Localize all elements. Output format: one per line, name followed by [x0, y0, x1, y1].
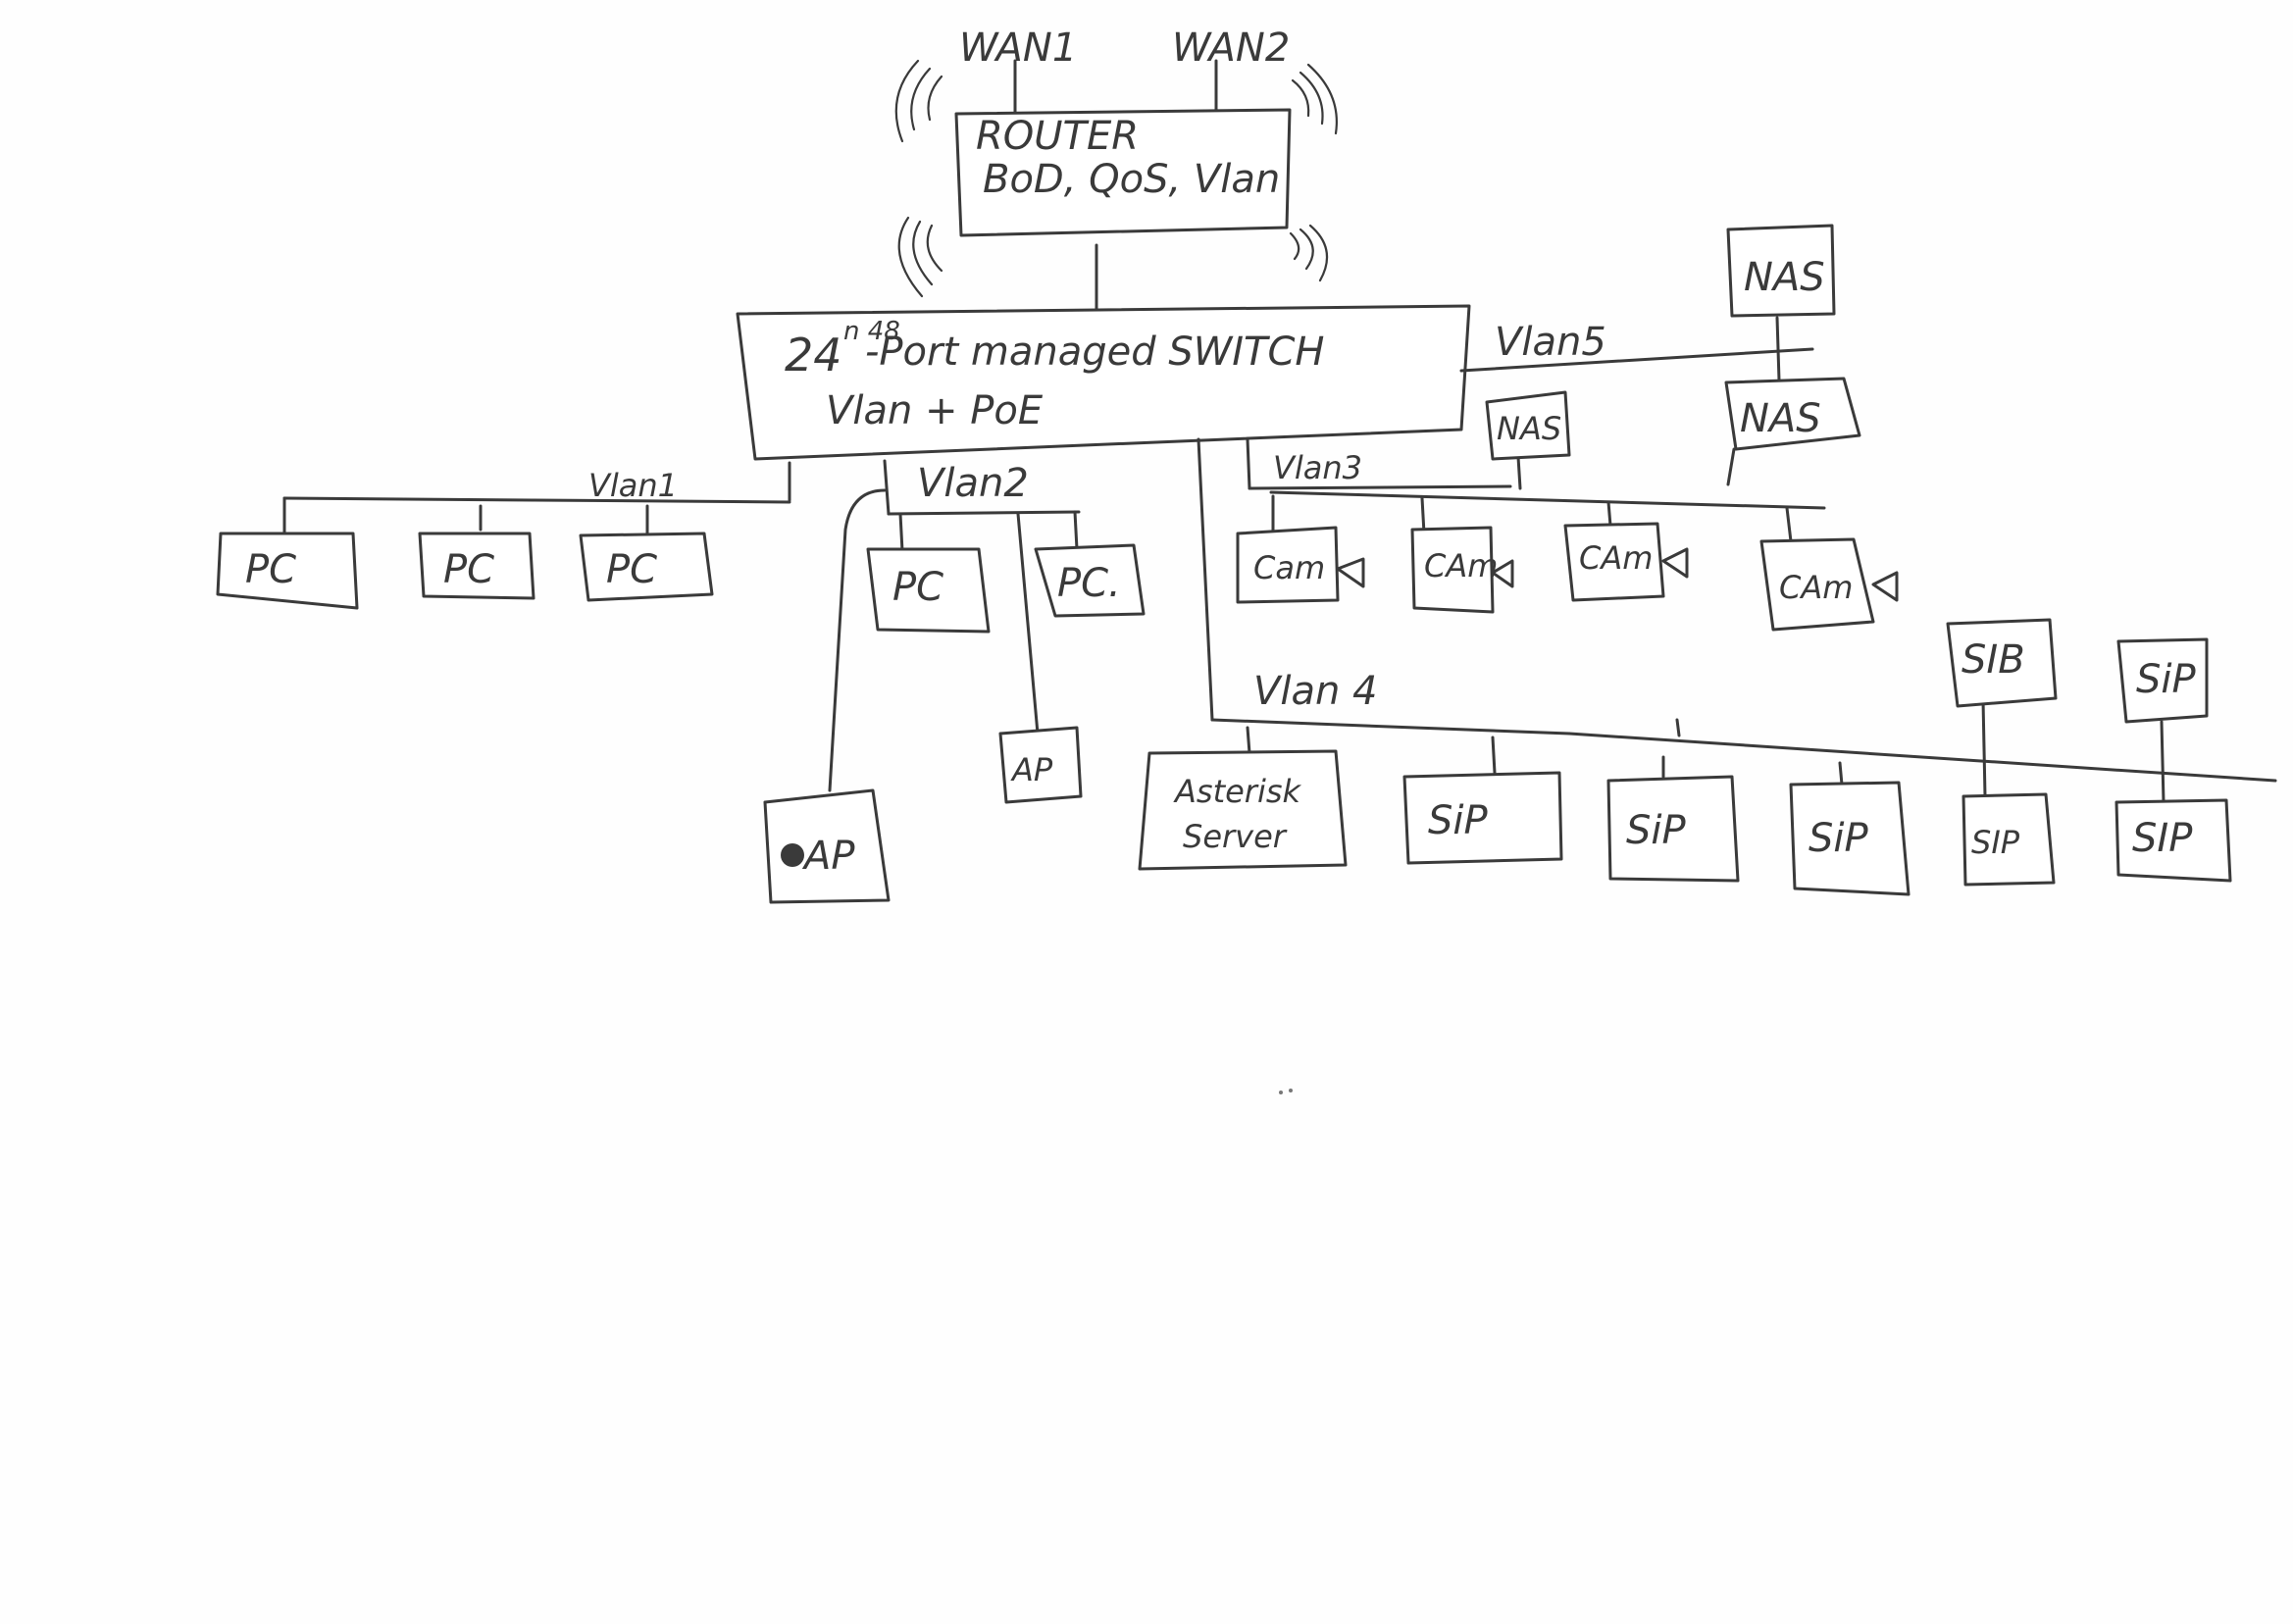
sip-5-label: SIP [2132, 816, 2193, 861]
router-box [954, 108, 1292, 237]
vlan4-label: Vlan 4 [1253, 669, 1378, 714]
pc-4-box [866, 547, 991, 634]
cam-4-label: CAm [1779, 569, 1853, 606]
ap-1-label: AP [1010, 751, 1053, 788]
cam-2-box [1410, 526, 1495, 614]
sip-2-box [1606, 775, 1740, 883]
sip-7-box [2116, 637, 2209, 724]
sip-1-box [1402, 771, 1563, 865]
router-features: BoD, QoS, Vlan [983, 157, 1280, 202]
switch-title: -Port managed SWITCH [865, 330, 1325, 375]
router-group: WAN1 WAN2 ROUTER BoD, QoS, Vlan [894, 25, 1338, 314]
vlan3-label: Vlan3 [1273, 449, 1362, 486]
switch-port-count: 24 [785, 329, 842, 381]
pc-1-label: PC [245, 547, 296, 592]
sip-3-box [1789, 781, 1911, 896]
vlan1-label: Vlan1 [588, 467, 678, 504]
vlan5-label: Vlan5 [1495, 320, 1606, 365]
asterisk-label-line1: Asterisk [1173, 773, 1302, 810]
vlan4-bus [1567, 732, 2277, 783]
nas-1-box [1726, 224, 1836, 318]
nas-1-label: NAS [1744, 255, 1825, 300]
sip-5-box [2115, 798, 2232, 883]
ap-2-label: AP [801, 834, 855, 879]
cam-1-box [1236, 526, 1340, 604]
vlan5-group: Vlan5 NAS NAS NAS [1459, 224, 1861, 486]
asterisk-server-box [1138, 749, 1348, 871]
sip-7-label: SiP [2136, 657, 2197, 702]
sip-3-label: SiP [1809, 816, 1869, 861]
vlan2-ap-link [828, 488, 887, 792]
vlan5-bus [1459, 347, 1814, 373]
wan2-label: WAN2 [1172, 25, 1290, 71]
sip-6-box [1946, 618, 2058, 708]
vlan1-group: Vlan1 PC PC PC [216, 461, 791, 610]
ap-2-box [763, 788, 891, 904]
vlan4-group: Vlan 4 Asterisk Server SiP SiP SiP SIP S… [1138, 437, 2277, 896]
switch-port-alt: n 48 [843, 317, 900, 346]
cam-4-lens-icon [1871, 571, 1899, 602]
nas-3-label: NAS [1497, 410, 1561, 447]
ap-1-box [998, 726, 1083, 804]
asterisk-label-line2: Server [1183, 818, 1288, 855]
vlan3-group: Vlan3 Cam CAm CAm CAm [1236, 437, 1899, 632]
wan1-label: WAN1 [959, 25, 1077, 71]
cam-1-lens-icon [1336, 557, 1365, 588]
cam-3-label: CAm [1579, 539, 1653, 577]
pc-3-box [579, 532, 714, 602]
vlan3-bus [1269, 490, 1826, 510]
wireless-signal-icon [894, 59, 1338, 298]
cam-2-label: CAm [1424, 547, 1498, 584]
vlan2-group: Vlan2 PC PC. AP AP [763, 459, 1146, 904]
cam-4-box [1759, 537, 1875, 632]
switch-features: Vlan + PoE [826, 388, 1044, 433]
cam-3-box [1563, 522, 1665, 602]
pc-1-box [216, 532, 359, 610]
nas-2-label: NAS [1740, 396, 1821, 441]
switch-box [736, 304, 1471, 461]
pc-2-label: PC [443, 547, 494, 592]
pc-4-label: PC [892, 565, 943, 610]
vlan2-bus [887, 510, 1081, 516]
pc-5-box [1034, 543, 1146, 618]
sip-4-label: SIP [1971, 824, 2020, 861]
stray-mark [1279, 1091, 1283, 1094]
nas-3-box [1485, 390, 1571, 461]
pc-2-box [418, 532, 535, 600]
router-title: ROUTER [976, 114, 1139, 159]
sip-2-label: SiP [1626, 808, 1687, 853]
switch-group: 24 n 48 -Port managed SWITCH Vlan + PoE [736, 304, 1471, 461]
vlan1-bus [282, 496, 791, 504]
ap-2-marker-icon [781, 843, 804, 867]
stray-mark [1289, 1089, 1293, 1092]
sip-1-label: SiP [1428, 798, 1489, 843]
sip-6-label: SIB [1962, 637, 2025, 683]
cam-2-lens-icon [1491, 559, 1514, 588]
cam-1-label: Cam [1253, 549, 1325, 586]
cam-3-lens-icon [1661, 547, 1689, 579]
nas-2-box [1724, 377, 1861, 451]
sip-4-box [1962, 792, 2056, 887]
vlan2-label: Vlan2 [917, 461, 1029, 506]
pc-5-label: PC. [1057, 561, 1121, 606]
pc-3-label: PC [606, 547, 657, 592]
